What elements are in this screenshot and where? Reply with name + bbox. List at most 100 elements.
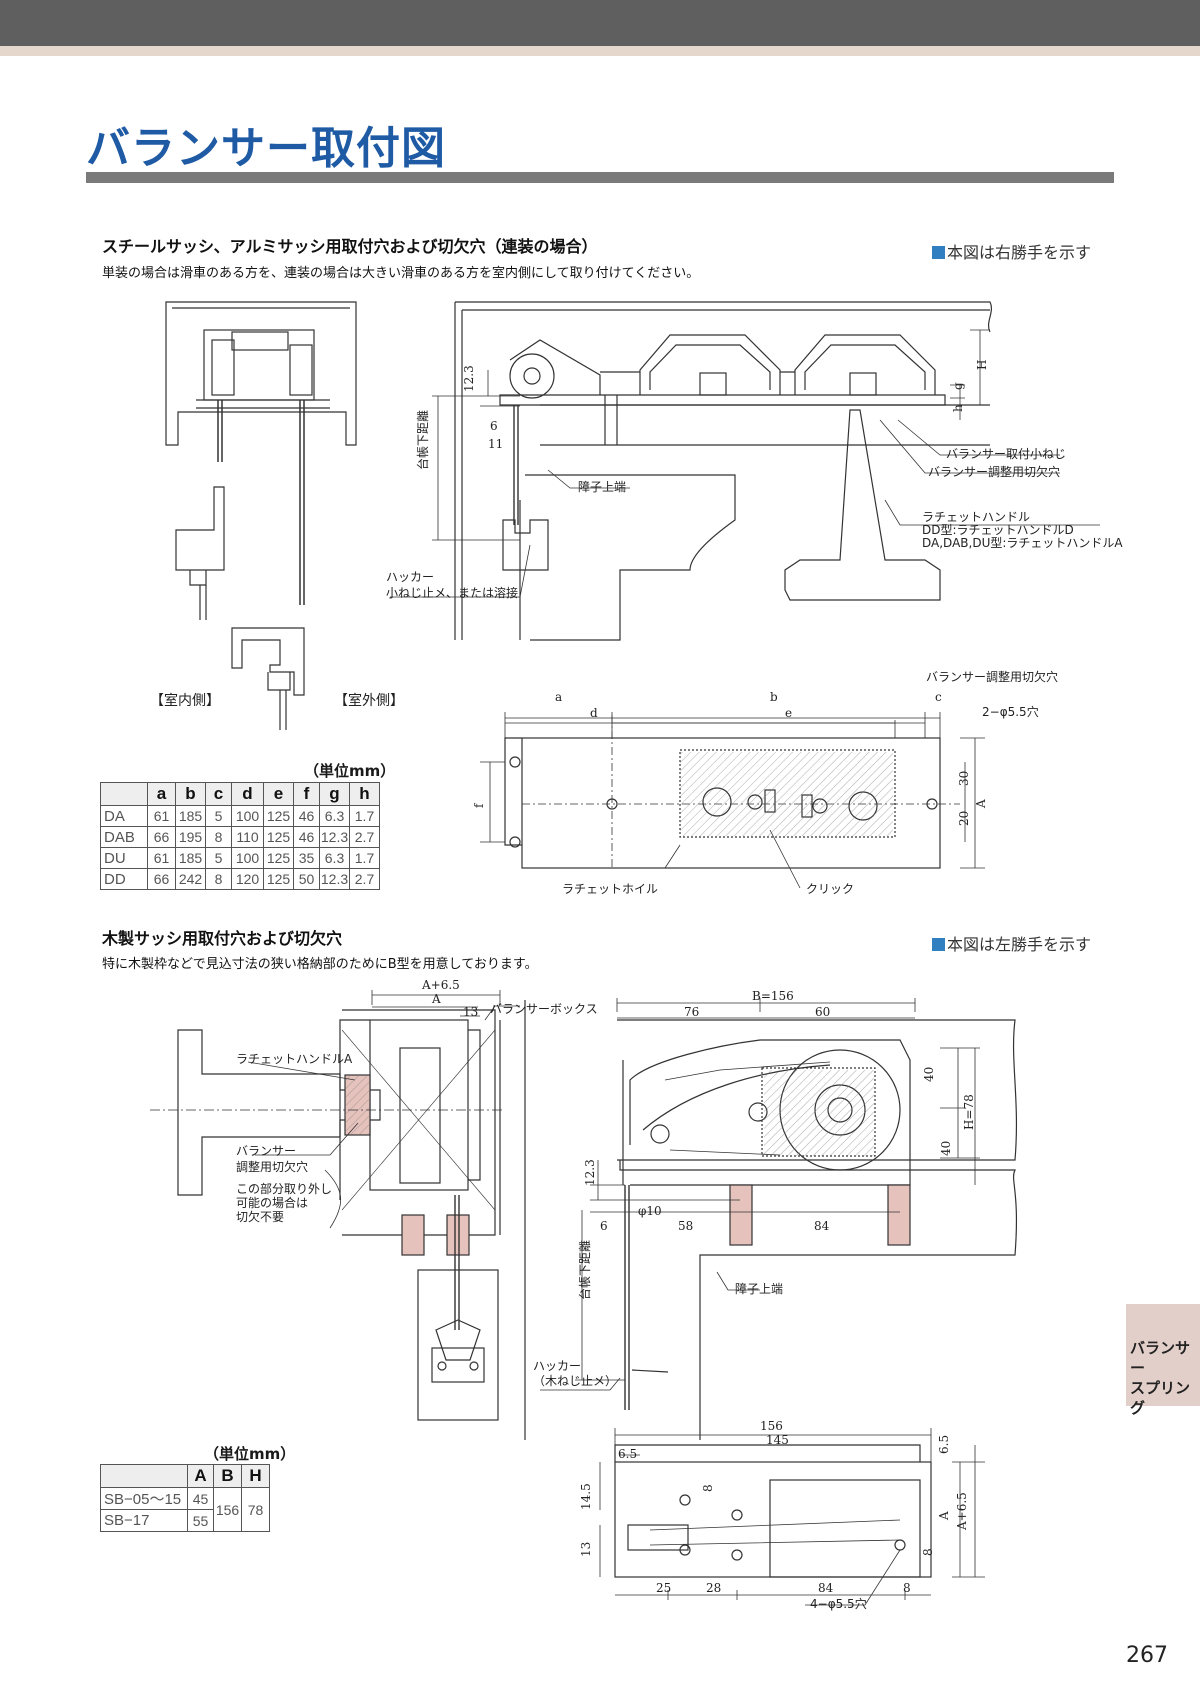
section2-plan-view xyxy=(599,1428,985,1606)
dim-11: 11 xyxy=(488,437,503,451)
label-mount-screw: バランサー取付小ねじ xyxy=(946,447,1067,461)
table-cell: DU xyxy=(100,847,148,869)
table-cell: 125 xyxy=(263,847,294,869)
table-cell: 66 xyxy=(147,826,176,848)
dim2-84b: 84 xyxy=(818,1581,834,1595)
unit-label-2: （単位mm） xyxy=(204,1445,296,1463)
table-cell: 61 xyxy=(147,805,176,827)
hatched-area-1 xyxy=(680,752,893,836)
dimension-table-2: A B H SB−05〜15 45 156 78 SB−17 55 xyxy=(100,1464,270,1532)
label-removal-2: 可能の場合は xyxy=(236,1196,309,1210)
dim-20: 20 xyxy=(957,811,971,826)
unit-label-1: （単位mm） xyxy=(304,762,396,780)
label-indoor: 【室内側】 xyxy=(150,693,220,709)
table-cell: 242 xyxy=(175,868,206,890)
table-header-row: A B H xyxy=(100,1464,270,1488)
dim2-6-5b: 6.5 xyxy=(937,1435,951,1454)
header-band xyxy=(0,46,1200,56)
table-cell: 6.3 xyxy=(319,805,350,827)
dim-6: 6 xyxy=(490,419,498,433)
table-cell: 185 xyxy=(175,805,206,827)
table-row: DD 66 242 8 120 125 50 12.3 2.7 xyxy=(100,868,380,890)
table-row: DA 61 185 5 100 125 46 6.3 1.7 xyxy=(100,805,380,827)
section1-note: 単装の場合は滑車のある方を、連装の場合は大きい滑車のある方を室内側にして取り付け… xyxy=(102,266,700,281)
label-shoji-top-2: 障子上端 xyxy=(735,1282,784,1296)
dim2-B156: B=156 xyxy=(752,989,794,1003)
dim2-A: A xyxy=(431,992,441,1006)
table-cell: 100 xyxy=(231,847,264,869)
table-corner xyxy=(100,782,148,806)
hatched-area-2 xyxy=(764,1070,874,1156)
hand-note-text: 本図は右勝手を示す xyxy=(947,243,1092,262)
col-A: A xyxy=(187,1464,214,1488)
dim2-8c: 8 xyxy=(921,1548,935,1556)
dim-h: h xyxy=(951,404,965,412)
col-B: B xyxy=(213,1464,242,1488)
table-cell: DD xyxy=(100,868,148,890)
table-corner xyxy=(100,1464,188,1488)
dim2-156: 156 xyxy=(760,1419,783,1433)
dim2-8b: 8 xyxy=(903,1581,911,1595)
label-hole-2: 4−φ5.5穴 xyxy=(810,1597,867,1611)
dim2-phi10: φ10 xyxy=(638,1204,662,1218)
table-cell: SB−05〜15 xyxy=(100,1487,188,1510)
section1-frame-cross-section xyxy=(165,301,357,730)
table-cell: 100 xyxy=(231,805,264,827)
table-cell: 2.7 xyxy=(349,868,380,890)
table-row: SB−17 55 xyxy=(100,1509,270,1532)
table-cell: 125 xyxy=(263,868,294,890)
dim2-25: 25 xyxy=(656,1581,671,1595)
dim2-40b: 40 xyxy=(939,1141,953,1156)
table-cell: 185 xyxy=(175,847,206,869)
table-cell: 66 xyxy=(147,868,176,890)
table-cell: 12.3 xyxy=(319,868,350,890)
dim-f: f xyxy=(472,802,486,808)
col-a: a xyxy=(147,782,176,806)
header-bar xyxy=(0,0,1200,46)
blue-square-icon xyxy=(932,938,945,951)
dim2-58: 58 xyxy=(678,1219,693,1233)
col-g: g xyxy=(319,782,350,806)
dim2-13: 13 xyxy=(463,1005,478,1019)
label-adjust-hole: バランサー調整用切欠穴 xyxy=(928,465,1061,479)
col-H: H xyxy=(241,1464,270,1488)
table-row: DAB 66 195 8 110 125 46 12.3 2.7 xyxy=(100,826,380,848)
dim2-145: 145 xyxy=(766,1433,789,1447)
table-cell: 55 xyxy=(187,1509,214,1532)
table-cell: 110 xyxy=(231,826,264,848)
dim2-84: 84 xyxy=(814,1219,830,1233)
section1-hand-note: 本図は右勝手を示す xyxy=(932,239,1091,263)
dim-30: 30 xyxy=(957,771,971,786)
dim2-8a: 8 xyxy=(701,1484,715,1492)
table-cell: 35 xyxy=(293,847,320,869)
label-adjust-hole-2: バランサー調整用切欠穴 xyxy=(926,670,1059,684)
label-drop-length-2: 台帳下距離 xyxy=(578,1239,592,1300)
title-underline xyxy=(86,172,1114,183)
section2-heading: 木製サッシ用取付穴および切欠穴 xyxy=(102,929,343,948)
table-row: SB−05〜15 45 156 78 xyxy=(100,1487,270,1532)
side-tab-line-1: バランサー xyxy=(1130,1339,1191,1377)
dim2-A65-plan: A+6.5 xyxy=(955,1492,969,1531)
col-c: c xyxy=(205,782,232,806)
dim-b: b xyxy=(770,690,778,704)
page-title: バランサー取付図 xyxy=(86,123,446,174)
table-cell: 45 xyxy=(187,1487,214,1510)
side-tab-line-2: スプリング xyxy=(1130,1379,1191,1417)
table-cell: 61 xyxy=(147,847,176,869)
col-d: d xyxy=(231,782,264,806)
section2-hand-note: 本図は左勝手を示す xyxy=(932,931,1091,955)
side-tab[interactable]: バランサー スプリング xyxy=(1126,1304,1200,1417)
table-cell-shared-h: 78 xyxy=(241,1487,270,1532)
page-number: 267 xyxy=(1126,1643,1168,1668)
table-cell: 8 xyxy=(205,868,232,890)
table-cell: 46 xyxy=(293,805,320,827)
table-cell-shared-b: 156 xyxy=(213,1487,242,1532)
col-b: b xyxy=(175,782,206,806)
dim2-40a: 40 xyxy=(922,1067,936,1082)
label-hooker: ハッカー xyxy=(386,570,435,584)
table-cell: 50 xyxy=(293,868,320,890)
label-ratchet-wheel: ラチェットホイル xyxy=(562,882,659,896)
col-f: f xyxy=(293,782,320,806)
label-ratchet-handle-a: ラチェットハンドルA xyxy=(236,1052,353,1066)
label-drop-length: 台帳下距離 xyxy=(416,409,430,470)
